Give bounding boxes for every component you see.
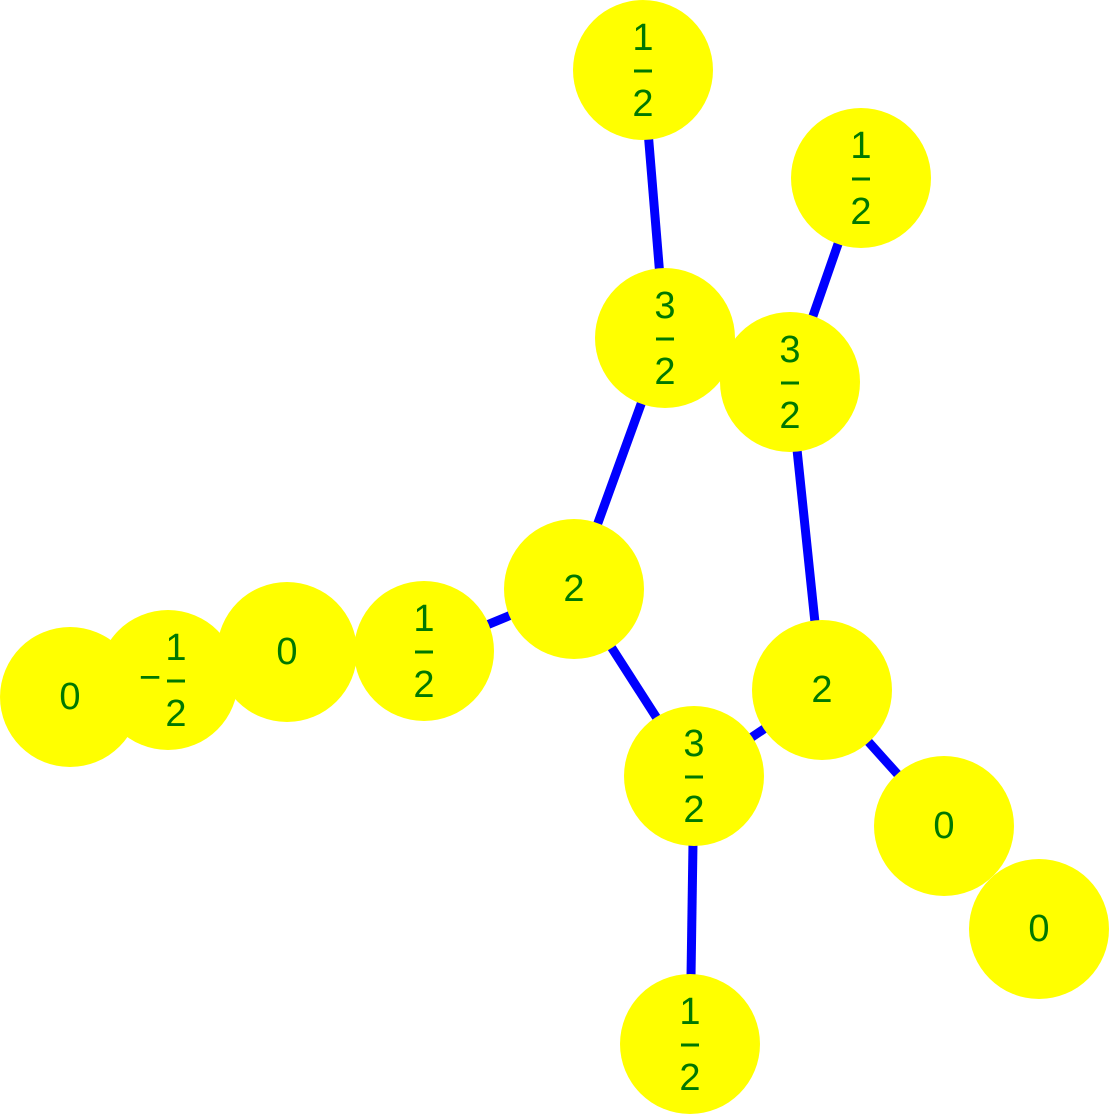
node-label-num: 1 bbox=[413, 598, 434, 640]
node-circle bbox=[217, 582, 357, 722]
graph-node: 12 bbox=[354, 581, 494, 721]
node-label-den: 2 bbox=[779, 395, 800, 437]
graph-node: 32 bbox=[720, 312, 860, 452]
node-label-den: 2 bbox=[683, 789, 704, 831]
node-circle bbox=[969, 859, 1109, 999]
node-circle bbox=[504, 519, 644, 659]
node-label-den: 2 bbox=[413, 664, 434, 706]
graph-node: 1 2− bbox=[98, 610, 238, 750]
node-label-num: 3 bbox=[683, 723, 704, 765]
node-label-num: 3 bbox=[654, 285, 675, 327]
graph-node: 2 bbox=[752, 620, 892, 760]
graph-node: 12 bbox=[573, 0, 713, 140]
node-label-den: 2 bbox=[632, 83, 653, 125]
node-label-num: 1 bbox=[850, 125, 871, 167]
graph-node: 2 bbox=[504, 519, 644, 659]
node-label-text: 0 bbox=[59, 676, 80, 718]
node-circle bbox=[874, 756, 1014, 896]
node-circle bbox=[752, 620, 892, 760]
node-label-den: 2 bbox=[679, 1057, 700, 1099]
node-label-num: 1 bbox=[165, 627, 186, 669]
node-label-num: 1 bbox=[632, 17, 653, 59]
graph-node: 32 bbox=[595, 268, 735, 408]
node-label-text: 2 bbox=[811, 669, 832, 711]
graph-node: 12 bbox=[620, 974, 760, 1114]
node-label-num: 1 bbox=[679, 991, 700, 1033]
node-label-num: 3 bbox=[779, 329, 800, 371]
node-label-den: 2 bbox=[654, 351, 675, 393]
node-label-den: 2 bbox=[165, 693, 186, 735]
node-label-text: 0 bbox=[1028, 908, 1049, 950]
node-label-text: 0 bbox=[933, 805, 954, 847]
node-label-sign: − bbox=[139, 657, 161, 699]
node-label-text: 0 bbox=[276, 631, 297, 673]
node-label-text: 2 bbox=[563, 568, 584, 610]
graph-node: 0 bbox=[874, 756, 1014, 896]
graph-node: 32 bbox=[624, 706, 764, 846]
graph-node: 12 bbox=[791, 108, 931, 248]
graph-node: 0 bbox=[969, 859, 1109, 999]
graph-node: 0 bbox=[217, 582, 357, 722]
node-label-den: 2 bbox=[850, 191, 871, 233]
